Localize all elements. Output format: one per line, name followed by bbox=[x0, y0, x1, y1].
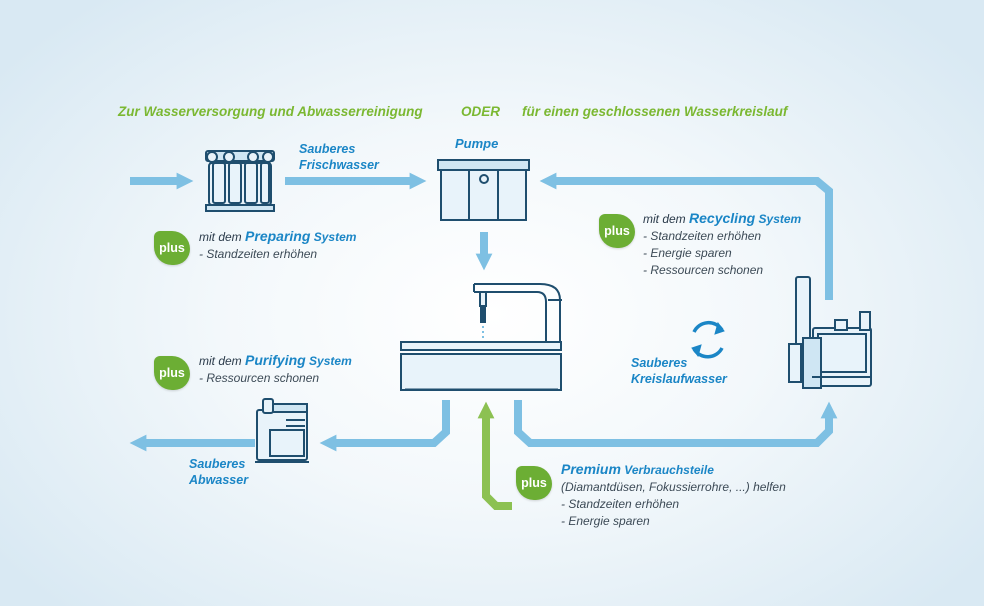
premium-plus-text: Premium Verbrauchsteile (Diamantdüsen, F… bbox=[561, 461, 786, 530]
purifying-suffix: System bbox=[309, 354, 352, 368]
preparing-plus-text: mit dem Preparing System - Standzeiten e… bbox=[199, 228, 356, 263]
recycling-item: - Standzeiten erhöhen bbox=[643, 229, 762, 243]
cutting-machine-icon bbox=[400, 283, 562, 391]
preparing-unit-icon bbox=[205, 150, 275, 212]
fresh-water-label-1: Sauberes bbox=[299, 142, 356, 156]
recycling-prefix: mit dem bbox=[643, 212, 686, 226]
fresh-water-label-2: Frischwasser bbox=[299, 158, 379, 172]
premium-suffix: Verbrauchsteile bbox=[624, 463, 714, 477]
machine-to-recycling-arrow bbox=[514, 400, 838, 447]
headline-right: für einen geschlossenen Wasserkreislauf bbox=[522, 104, 788, 119]
headline-oder: ODER bbox=[461, 104, 501, 119]
purifying-plus-badge: plus bbox=[154, 356, 190, 390]
headline-left: Zur Wasserversorgung und Abwasserreinigu… bbox=[118, 104, 423, 119]
preparing-item: - Standzeiten erhöhen bbox=[199, 247, 318, 261]
purifying-keyword: Purifying bbox=[245, 352, 306, 368]
premium-plus-badge: plus bbox=[516, 466, 552, 500]
premium-keyword: Premium bbox=[561, 461, 621, 477]
circuit-water-label-2: Kreislaufwasser bbox=[631, 372, 727, 386]
recycling-plus-badge: plus bbox=[599, 214, 635, 248]
recycling-unit-icon bbox=[788, 276, 872, 389]
purifying-item: - Ressourcen schonen bbox=[199, 371, 320, 385]
recycling-keyword: Recycling bbox=[689, 210, 756, 226]
circuit-water-label-1: Sauberes bbox=[631, 356, 688, 370]
pump-label: Pumpe bbox=[455, 136, 499, 151]
pump-icon bbox=[437, 159, 530, 221]
purifying-unit-icon bbox=[255, 398, 309, 463]
premium-supply-arrow bbox=[477, 401, 512, 510]
machine-to-purifier-arrow bbox=[319, 400, 450, 452]
circulation-arrows-icon bbox=[691, 320, 725, 359]
purifying-plus-text: mit dem Purifying System - Ressourcen sc… bbox=[199, 352, 352, 387]
purifying-prefix: mit dem bbox=[199, 354, 242, 368]
premium-description: (Diamantdüsen, Fokussierrohre, ...) helf… bbox=[561, 480, 786, 494]
preparing-prefix: mit dem bbox=[199, 230, 242, 244]
premium-item: - Energie sparen bbox=[561, 514, 650, 528]
recycling-plus-text: mit dem Recycling System - Standzeiten e… bbox=[643, 210, 801, 279]
waste-water-label-1: Sauberes bbox=[189, 457, 246, 471]
recycling-item: - Ressourcen schonen bbox=[643, 263, 764, 277]
preparing-suffix: System bbox=[313, 230, 357, 244]
recycling-return-arrow bbox=[539, 172, 833, 300]
preparing-plus-badge: plus bbox=[154, 231, 190, 265]
recycling-item: - Energie sparen bbox=[643, 246, 732, 260]
waste-water-label-2: Abwasser bbox=[189, 473, 249, 487]
preparing-keyword: Preparing bbox=[245, 228, 311, 244]
recycling-suffix: System bbox=[758, 212, 802, 226]
premium-item: - Standzeiten erhöhen bbox=[561, 497, 680, 511]
